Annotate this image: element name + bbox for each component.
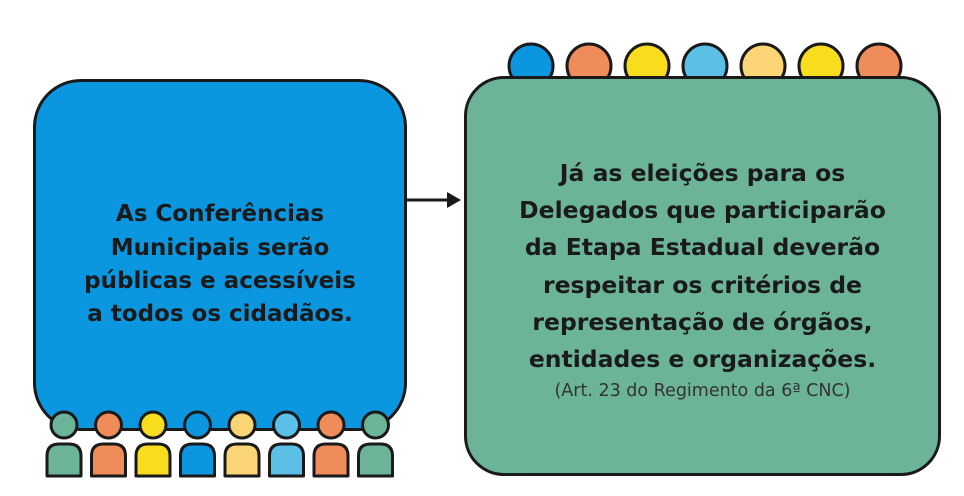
person-body — [312, 442, 350, 478]
person-figure — [357, 410, 394, 478]
person-figure — [179, 410, 216, 478]
left-text-line: As Conferências — [115, 201, 325, 228]
person-head — [138, 410, 168, 440]
person-figure — [268, 410, 305, 478]
person-head — [94, 410, 123, 440]
arrow-right-icon — [405, 192, 461, 208]
right-text-line: representação de órgãos, — [532, 307, 873, 336]
right-text-line: da Etapa Estadual deverão — [524, 233, 881, 262]
person-figure — [134, 410, 172, 478]
elections-criteria-box: Já as eleições para os Delegados que par… — [464, 76, 941, 476]
municipal-conferences-box: As Conferências Municipais serão pública… — [33, 79, 407, 431]
citation-text: (Art. 23 do Regimento da 6ª CNC) — [554, 380, 851, 401]
person-figure — [90, 410, 127, 478]
person-body — [223, 442, 261, 478]
person-body — [90, 442, 127, 478]
person-head — [272, 410, 301, 440]
person-figure — [45, 410, 83, 478]
person-head — [227, 410, 257, 440]
left-text-line: Municipais serão — [110, 234, 330, 261]
person-body — [45, 442, 83, 478]
person-head — [49, 410, 79, 440]
elections-criteria-text: Já as eleições para os Delegados que par… — [519, 155, 886, 378]
person-head — [361, 410, 390, 440]
right-text-line: Já as eleições para os — [559, 159, 846, 188]
person-head — [183, 410, 212, 440]
people-group-icon — [45, 410, 394, 478]
person-head — [316, 410, 346, 440]
person-figure — [312, 410, 350, 478]
right-text-line: Delegados que participarão — [519, 196, 886, 225]
person-body — [268, 442, 305, 478]
person-body — [357, 442, 394, 478]
person-figure — [223, 410, 261, 478]
person-body — [179, 442, 216, 478]
municipal-conferences-text: As Conferências Municipais serão pública… — [70, 198, 370, 331]
left-text-line: a todos os cidadãos. — [87, 301, 353, 328]
right-text-line: entidades e organizações. — [528, 344, 877, 373]
right-text-line: respeitar os critérios de — [543, 270, 862, 299]
person-body — [134, 442, 172, 478]
left-text-line: públicas e acessíveis — [84, 268, 356, 294]
